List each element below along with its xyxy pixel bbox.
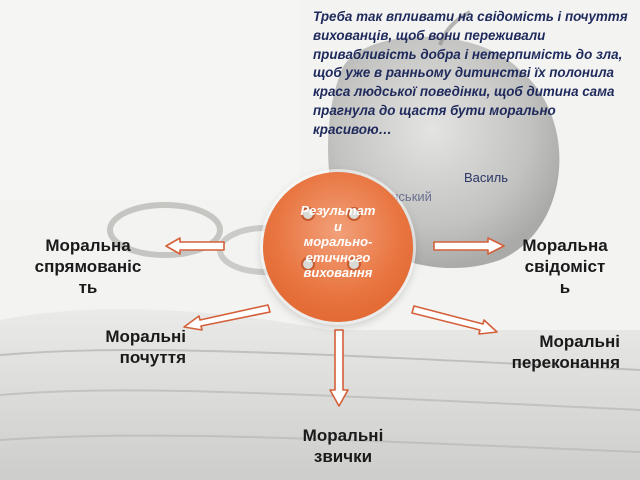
arrow-to-bottom-right [411,305,498,335]
node-moral-beliefs: Моральні переконання [511,332,620,372]
node-moral-consciousness: Моральна свідоміст ь [522,236,608,297]
node-moral-habits: Моральні звички [302,426,384,466]
arrow-to-bottom-left [183,304,271,331]
node-moral-feelings: Моральні почуття [105,327,186,367]
central-label: Результат и морально- етичного виховання [300,203,376,280]
quote-text: Треба так впливати на свідомість і почут… [313,9,628,137]
arrow-to-left [165,237,225,255]
arrow-to-right [433,237,505,255]
node-moral-orientation: Моральна спрямованіс ть [34,236,142,297]
arrow-to-bottom [329,329,349,407]
author-first-name: Василь [464,170,509,185]
central-circle [263,172,413,322]
